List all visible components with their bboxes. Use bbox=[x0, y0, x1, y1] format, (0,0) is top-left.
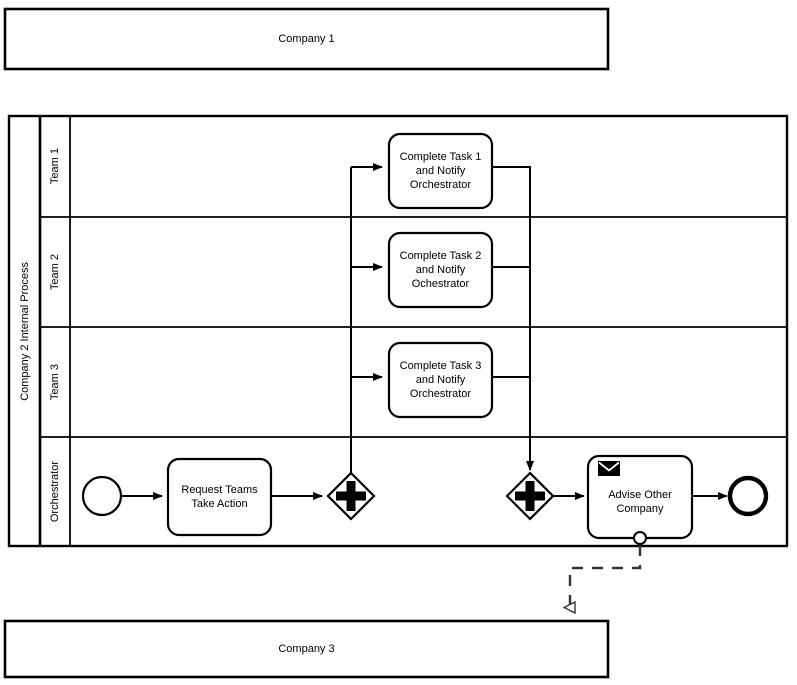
task-complete-task-1-label-box: Complete Task 1 and Notify Orchestrator bbox=[389, 134, 492, 208]
lane-label-team-1: Team 1 bbox=[49, 148, 61, 185]
task-advise-other-company-label: Advise Other Company bbox=[608, 489, 672, 515]
start-event-circle[interactable] bbox=[81, 475, 123, 517]
task-request-teams-take-action-label: Request Teams Take Action bbox=[181, 484, 258, 510]
parallel-join-gateway-shape[interactable] bbox=[505, 471, 555, 521]
task-complete-task-3-label-box: Complete Task 3 and Notify Orchestrator bbox=[389, 343, 492, 417]
end-event-circle[interactable] bbox=[727, 475, 769, 517]
company3-pool-label: Company 3 bbox=[278, 643, 335, 655]
lane-label-orchestrator: Orchestrator bbox=[49, 460, 61, 523]
lane-label-team-1-box: Team 1 bbox=[40, 116, 70, 217]
task-complete-task-2-label: Complete Task 2 and Notify Ochestrator bbox=[399, 250, 482, 290]
company1-pool-rect[interactable] bbox=[3, 7, 610, 71]
company2-pool-label-box: Company 2 Internal Process bbox=[9, 116, 40, 546]
task-complete-task-2-rect[interactable] bbox=[387, 231, 494, 309]
lane-label-orchestrator-box: Orchestrator bbox=[40, 437, 70, 546]
task-advise-other-company-label-box: Advise Other Company bbox=[588, 466, 692, 538]
task-complete-task-3-rect[interactable] bbox=[387, 341, 494, 419]
message-attach-point bbox=[633, 531, 647, 545]
lane-label-team-2: Team 2 bbox=[49, 253, 61, 291]
company3-pool-label-box: Company 3 bbox=[5, 621, 608, 677]
company1-pool-label-box: Company 1 bbox=[5, 9, 608, 69]
lane-label-team-3-box: Team 3 bbox=[40, 327, 70, 437]
task-complete-task-2-label-box: Complete Task 2 and Notify Ochestrator bbox=[389, 233, 492, 307]
task-complete-task-1-rect[interactable] bbox=[387, 132, 494, 210]
task-complete-task-1-label: Complete Task 1 and Notify Orchestrator bbox=[399, 151, 482, 191]
lane-label-team-2-box: Team 2 bbox=[40, 217, 70, 327]
company1-pool-label: Company 1 bbox=[278, 33, 335, 45]
task-request-teams-take-action-label-box: Request Teams Take Action bbox=[168, 459, 271, 535]
task-request-teams-take-action-rect[interactable] bbox=[166, 457, 273, 537]
company2-pool-label: Company 2 Internal Process bbox=[18, 261, 31, 401]
task-complete-task-3-label: Complete Task 3 and Notify Orchestrator bbox=[399, 360, 482, 400]
lane-label-team-3: Team 3 bbox=[49, 363, 61, 401]
message-flow-to-company3-path bbox=[570, 545, 642, 612]
envelope-icon bbox=[598, 461, 620, 476]
company3-pool-rect[interactable] bbox=[3, 619, 610, 679]
parallel-split-gateway-shape[interactable] bbox=[326, 471, 376, 521]
